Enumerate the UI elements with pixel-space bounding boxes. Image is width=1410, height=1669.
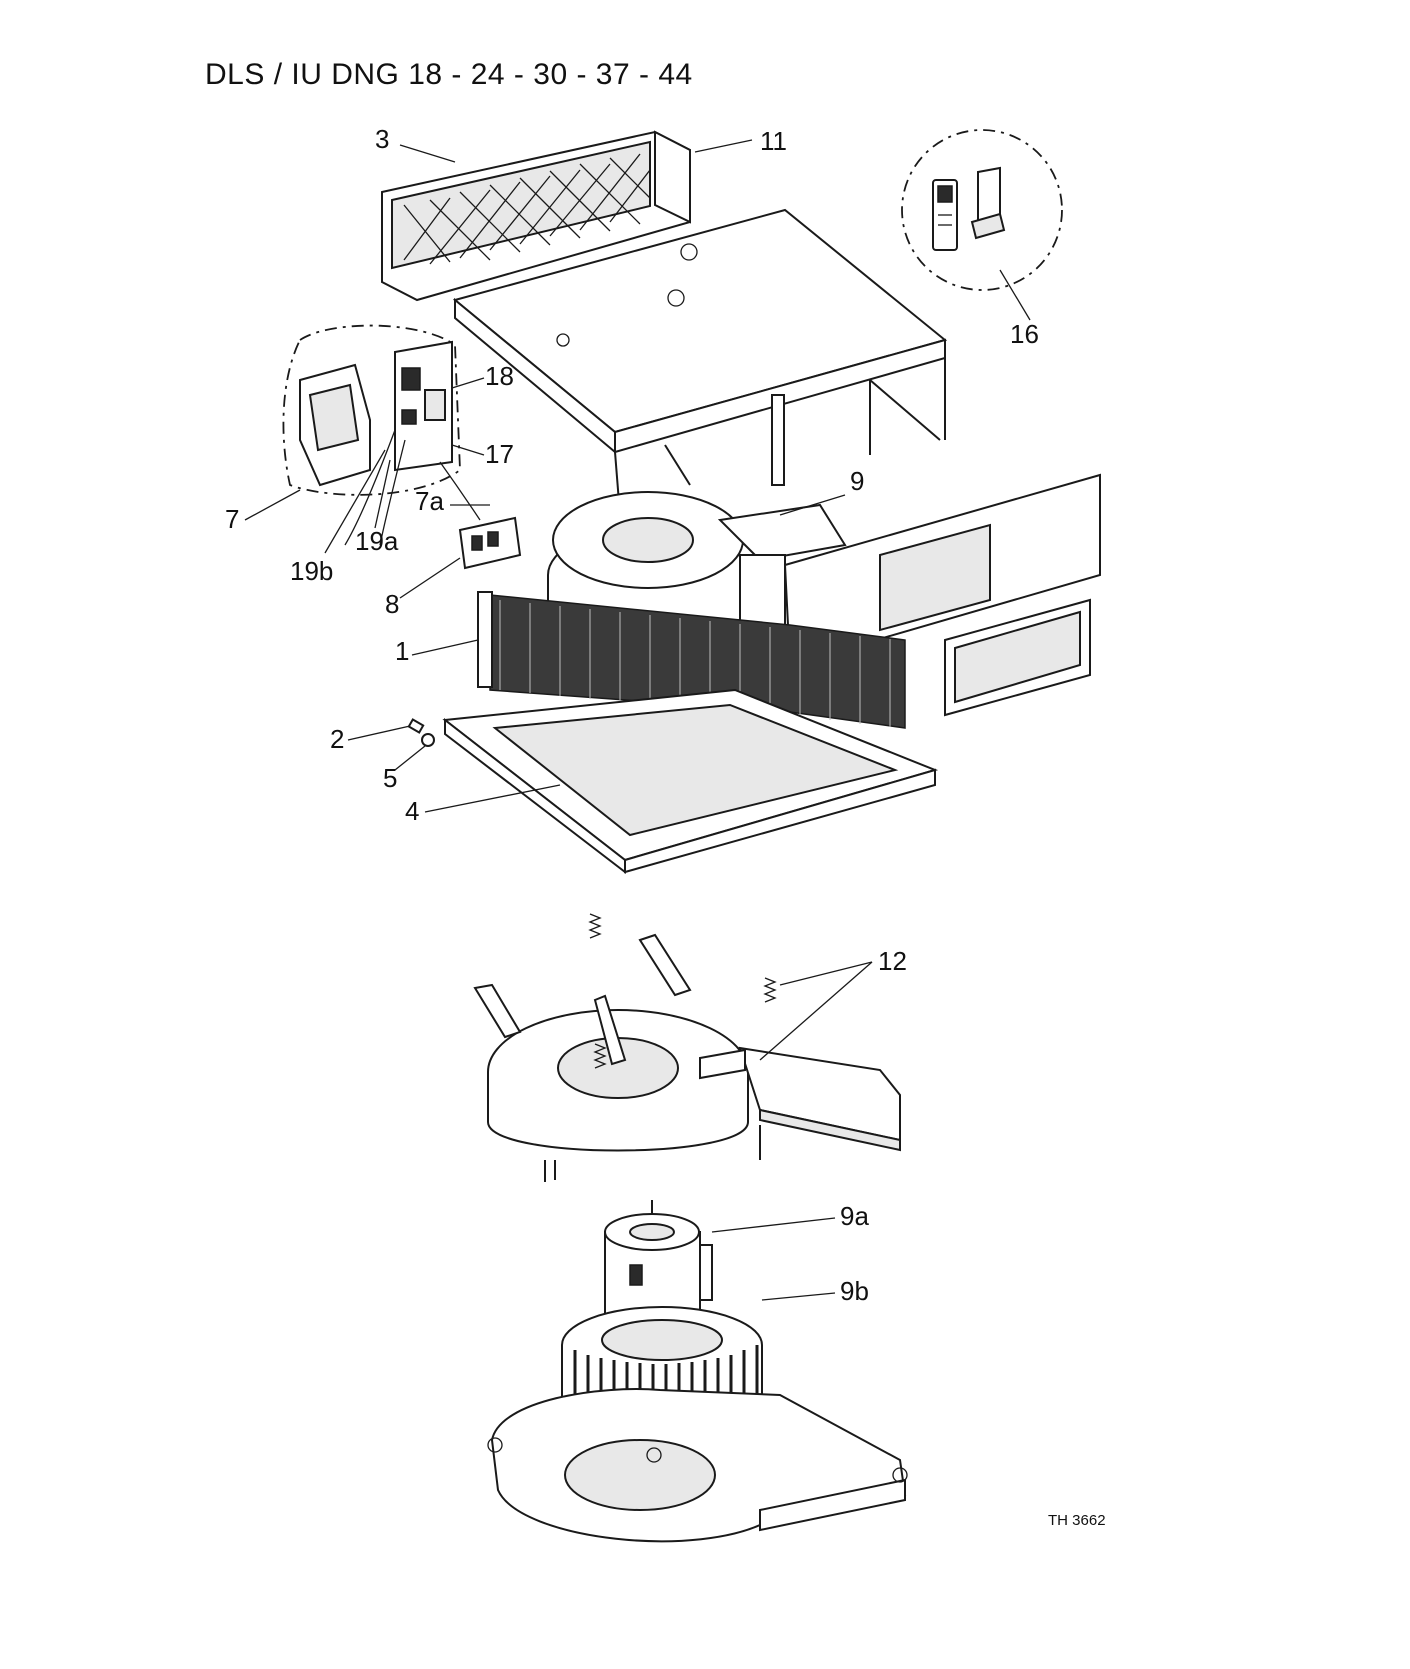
leader-line-4 bbox=[424, 784, 561, 813]
leader-line-5 bbox=[394, 745, 426, 771]
callout-label-16: 16 bbox=[1010, 319, 1039, 349]
leader-line-9 bbox=[779, 494, 846, 516]
remote-control-part bbox=[901, 129, 1063, 291]
fan-assembly-part bbox=[547, 444, 847, 634]
leader-line-12 bbox=[759, 961, 873, 1061]
leader-line-19b bbox=[324, 449, 386, 554]
callout-label-9: 9 bbox=[850, 466, 864, 496]
callout-label-3: 3 bbox=[375, 124, 389, 154]
callout-label-1: 1 bbox=[395, 636, 409, 666]
callout-label-9a: 9a bbox=[840, 1201, 869, 1231]
drain-pan-part bbox=[442, 688, 939, 875]
diagram-title: DLS / IU DNG 18 - 24 - 30 - 37 - 44 bbox=[205, 58, 693, 91]
side-panel-part bbox=[783, 473, 1101, 717]
leader-line-3 bbox=[399, 144, 456, 163]
evaporator-coil-part bbox=[477, 591, 906, 729]
callout-label-9b: 9b bbox=[840, 1276, 869, 1306]
leader-lines bbox=[244, 139, 1031, 1301]
callout-label-18: 18 bbox=[485, 361, 514, 391]
callout-label-11: 11 bbox=[760, 126, 787, 156]
leader-line-1 bbox=[411, 639, 479, 656]
callout-label-12: 12 bbox=[878, 946, 907, 976]
leader-line-2 bbox=[347, 725, 411, 741]
leader-line-16 bbox=[999, 269, 1031, 321]
leader-line-9a bbox=[711, 1217, 836, 1233]
drawing-reference-code: TH 3662 bbox=[1048, 1512, 1106, 1529]
callout-label-7a: 7a bbox=[415, 486, 444, 516]
housing-top-panel bbox=[452, 208, 948, 516]
callout-label-2: 2 bbox=[330, 724, 344, 754]
blower-housing-bottom-part bbox=[487, 1388, 908, 1543]
leader-line-9b bbox=[761, 1292, 836, 1301]
sensor-clip-part bbox=[407, 718, 435, 747]
callout-label-8: 8 bbox=[385, 589, 399, 619]
leader-line-17 bbox=[451, 444, 485, 456]
leader-line-8 bbox=[399, 557, 461, 599]
blower-housing-top-part bbox=[473, 913, 901, 1182]
callout-label-19b: 19b bbox=[290, 556, 333, 586]
callout-label-4: 4 bbox=[405, 796, 419, 826]
leader-line-11 bbox=[694, 139, 753, 153]
filter-grille-part bbox=[381, 130, 691, 302]
display-panel-part bbox=[458, 516, 522, 570]
callout-label-17: 17 bbox=[485, 439, 514, 469]
leader-line-18 bbox=[451, 377, 485, 389]
callout-label-19a: 19a bbox=[355, 526, 399, 556]
leader-line-12 bbox=[779, 961, 873, 986]
callout-label-5: 5 bbox=[383, 763, 397, 793]
callout-label-7: 7 bbox=[225, 504, 239, 534]
control-box-part bbox=[282, 324, 481, 546]
leader-line-19a bbox=[374, 459, 391, 529]
leader-line-7 bbox=[244, 489, 301, 521]
